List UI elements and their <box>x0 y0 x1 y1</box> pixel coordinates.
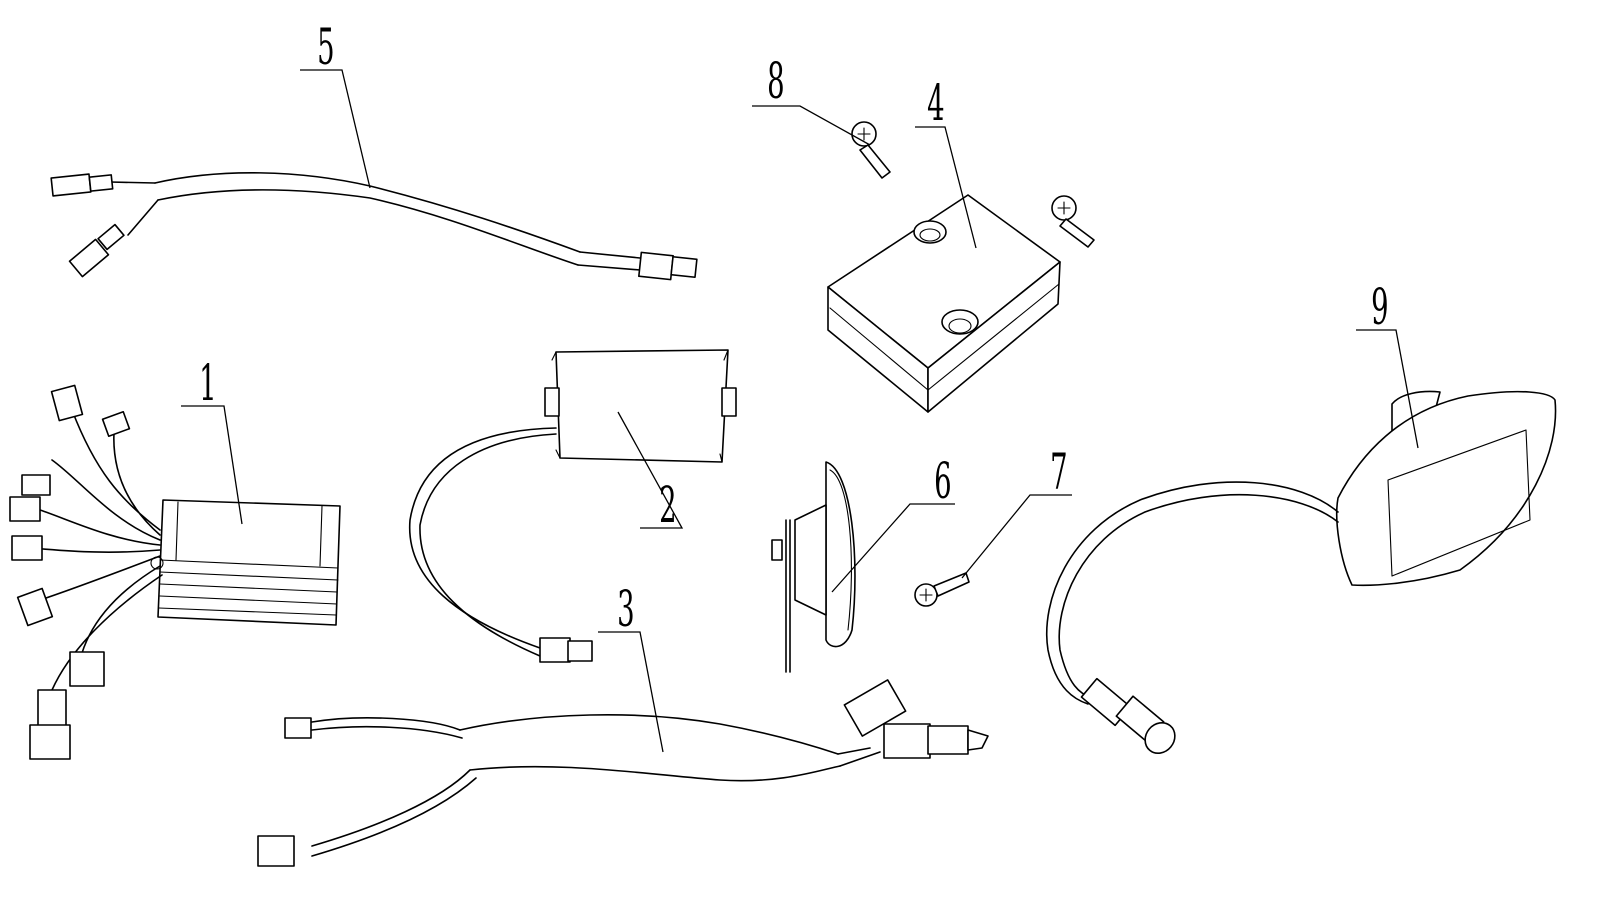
callout-4: 4 <box>927 74 944 132</box>
part-3-y-harness <box>257 679 989 867</box>
callout-7: 7 <box>1050 443 1067 501</box>
part-4-junction-box <box>827 194 1061 413</box>
callout-9: 9 <box>1371 278 1388 336</box>
part-5-wire-harness <box>50 172 698 281</box>
callout-6: 6 <box>934 452 951 510</box>
callout-3: 3 <box>617 580 634 638</box>
callout-8: 8 <box>767 52 784 110</box>
part-1-controller <box>9 384 341 760</box>
callout-labels: 5 1 2 3 4 8 6 7 9 <box>199 18 1388 638</box>
callout-2: 2 <box>659 476 676 534</box>
part-7-screw <box>914 572 970 607</box>
part-9-display <box>1046 390 1557 755</box>
callout-1: 1 <box>199 354 216 412</box>
part-6-horn <box>771 461 856 673</box>
part-2-module <box>408 349 737 663</box>
callout-leaders <box>181 69 1419 753</box>
callout-5: 5 <box>317 18 334 76</box>
part-8-screws <box>851 121 1095 248</box>
